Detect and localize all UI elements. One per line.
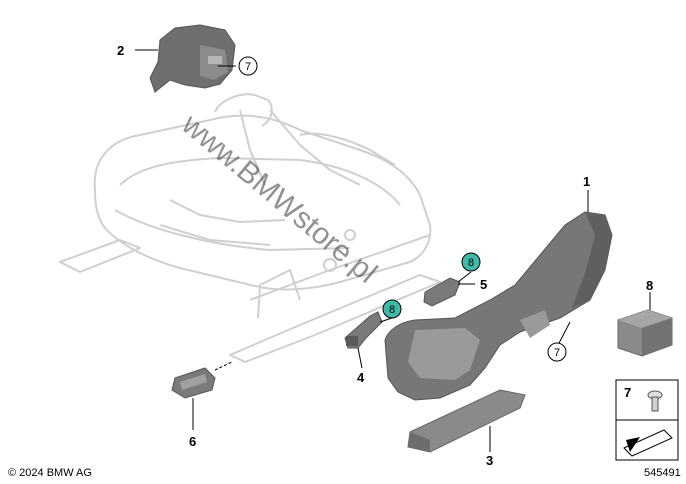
- diagram-number: 545491: [644, 467, 681, 479]
- callout-4: 4: [357, 370, 365, 385]
- callout-7-top-label: 7: [245, 61, 251, 73]
- part-6-clip: [171, 367, 216, 399]
- callout-6: 6: [189, 434, 196, 449]
- callout-8-top-label: 8: [468, 257, 474, 269]
- part-3-strip: [407, 389, 526, 453]
- callout-5: 5: [480, 277, 487, 292]
- part-2-cover: [149, 24, 236, 93]
- callout-7-right-label: 7: [554, 347, 560, 359]
- callout-3: 3: [486, 453, 493, 468]
- part-1-side-trim: [384, 211, 613, 401]
- pushpin-icon: [647, 390, 663, 412]
- seat-frame-ghost: [59, 93, 441, 363]
- watermark: www.BMWstore.pl: [175, 107, 383, 289]
- callout-8-mid: 8: [382, 299, 402, 319]
- copyright: © 2024 BMW AG: [8, 467, 92, 479]
- leader-lines: [135, 49, 651, 452]
- arrow-icon: [623, 429, 673, 457]
- callout-2: 2: [117, 43, 124, 58]
- callout-7-top: 7: [238, 56, 258, 76]
- part-5-bracket: [423, 277, 461, 307]
- legend-box-7: 7: [615, 379, 679, 461]
- callout-8-top: 8: [461, 252, 481, 272]
- part-8-block: [617, 309, 673, 357]
- callout-7-right: 7: [547, 342, 567, 362]
- legend-label-7: 7: [624, 385, 631, 400]
- part-4-bracket: [344, 311, 383, 349]
- callout-8-mid-label: 8: [389, 304, 395, 316]
- callout-8: 8: [646, 278, 653, 293]
- callout-1: 1: [583, 174, 590, 189]
